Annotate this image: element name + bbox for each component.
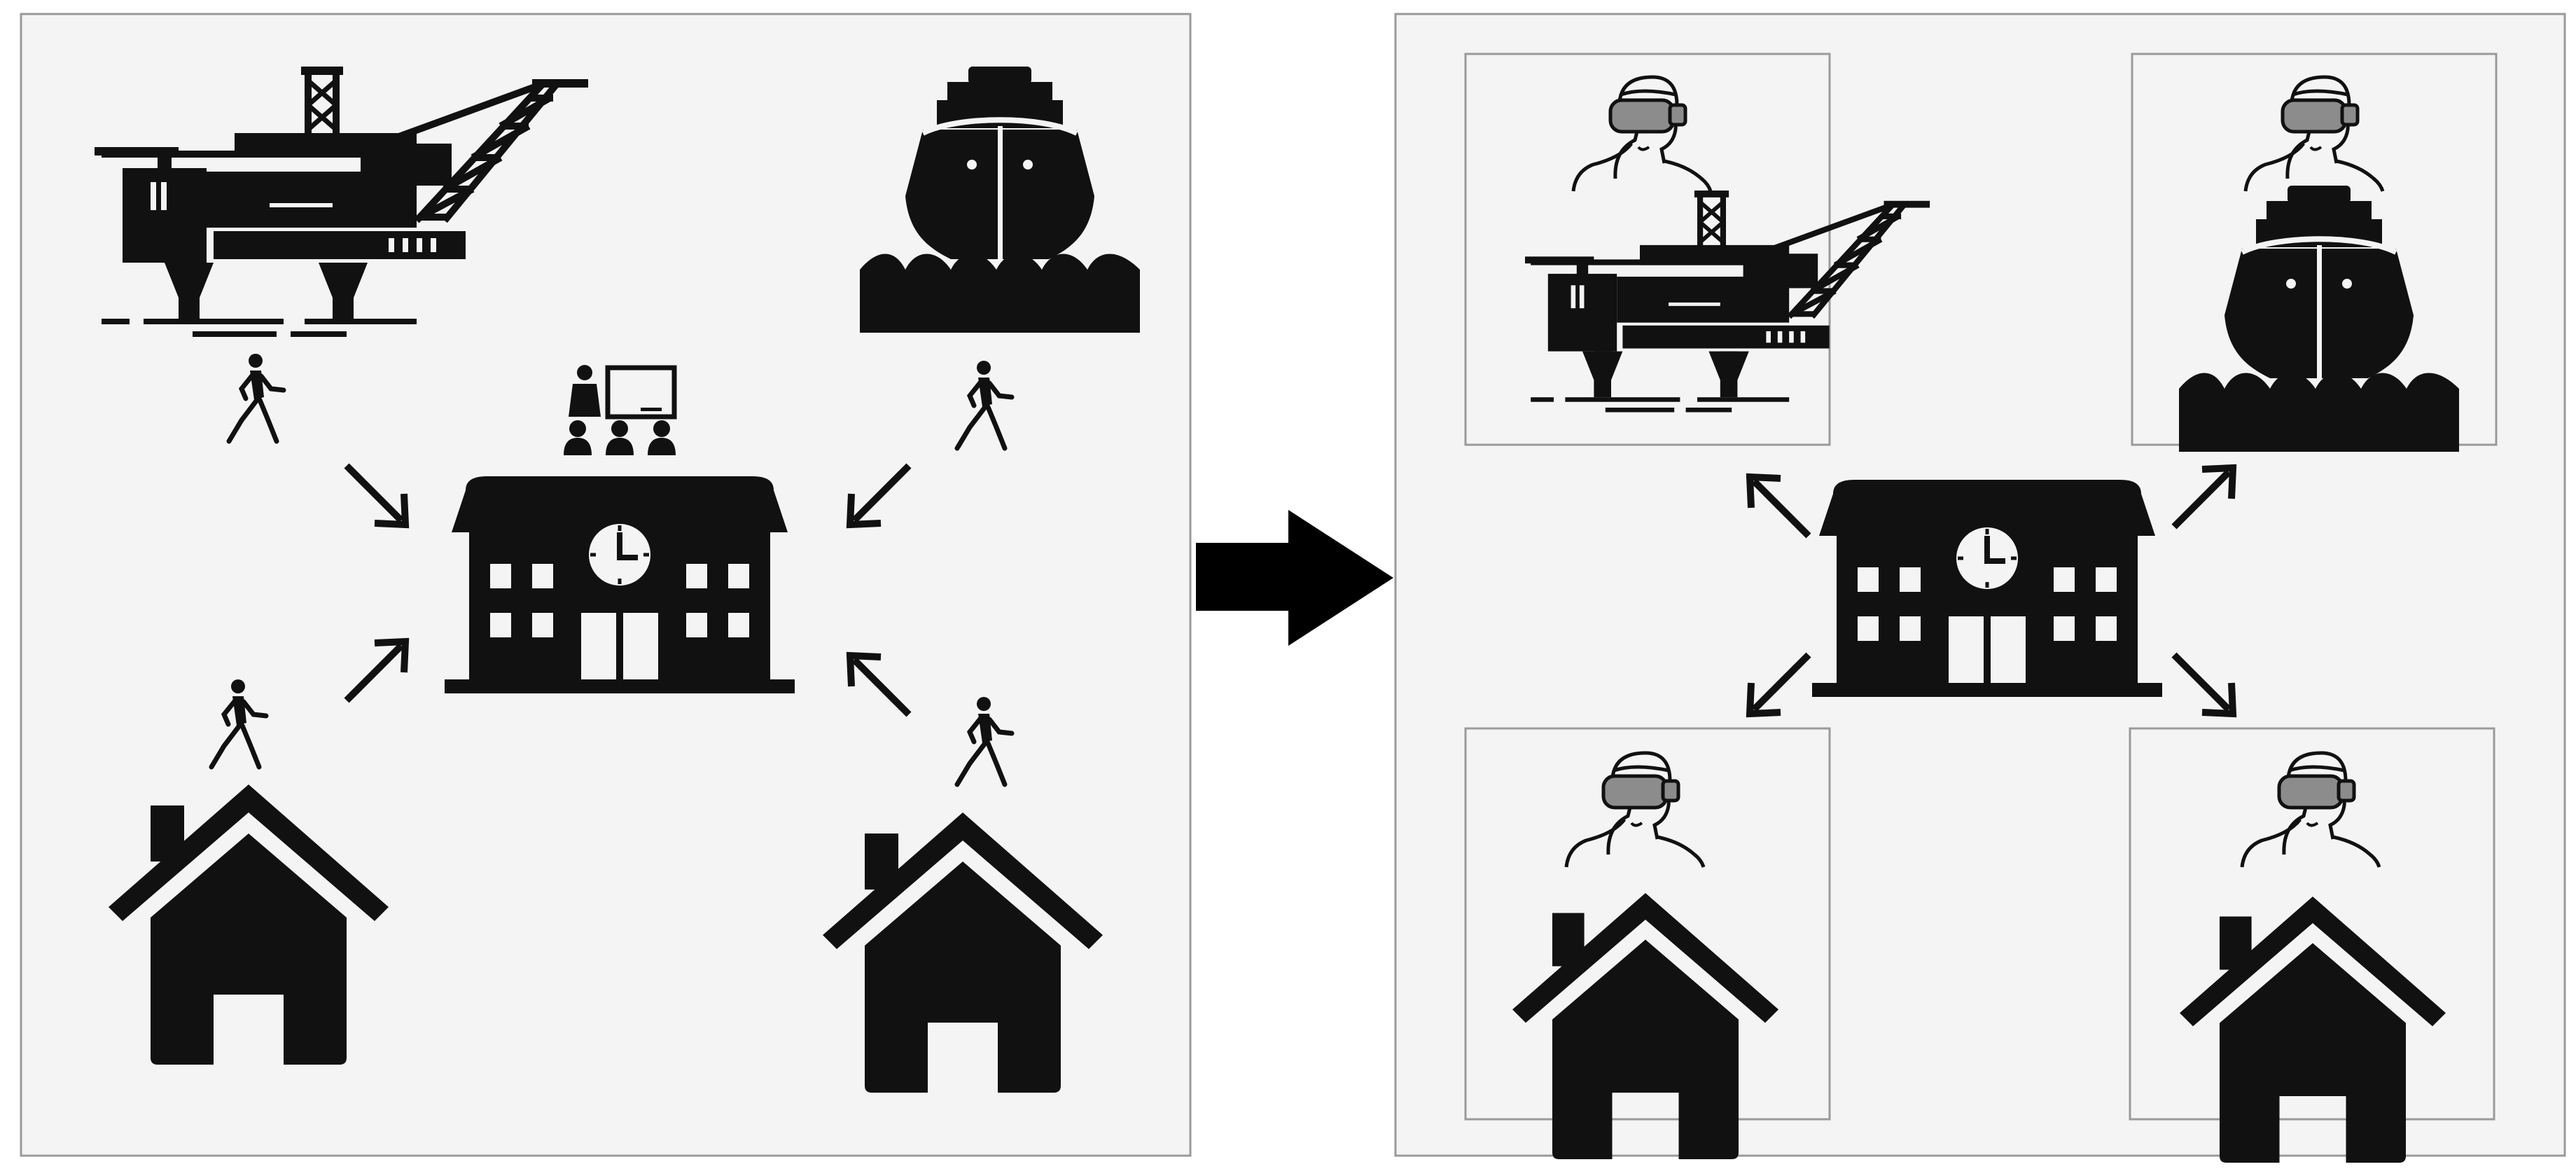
right-panel: [1394, 13, 2566, 1163]
left-panel: [20, 13, 1192, 1157]
right-arrow-icon: [1196, 510, 1393, 646]
school-icon: [445, 476, 795, 693]
school-icon: [1812, 480, 2162, 697]
